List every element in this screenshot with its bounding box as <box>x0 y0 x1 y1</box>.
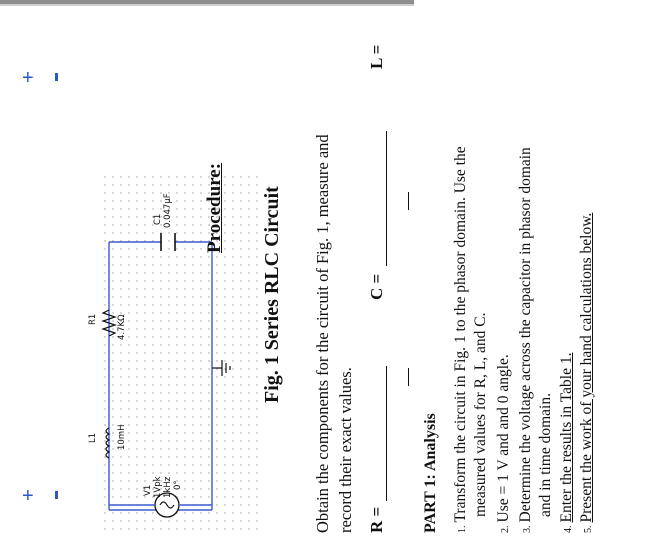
step-number: 5. <box>583 525 594 534</box>
step-text: Determine the voltage across the capacit… <box>517 147 534 523</box>
step-text: Enter the results in Table 1. <box>558 352 575 523</box>
source-frequency: 1kHz <box>163 476 173 498</box>
capacitor-symbol <box>160 233 176 251</box>
r-label: R = <box>367 506 386 533</box>
figure-caption: Fig. 1 Series RLC Circuit <box>261 186 283 403</box>
step-number: 1. <box>457 525 468 534</box>
step-text: Use = 1 V and and 0 angle. <box>495 354 512 523</box>
plus-marker-top: + <box>22 67 34 89</box>
step-1: 1. Transform the circuit in Fig. 1 to the… <box>452 146 470 533</box>
inductor-symbol <box>105 427 111 459</box>
step-3-continuation: and in time domain. <box>537 393 554 517</box>
minus-marker-top <box>55 73 58 81</box>
minus-marker-bottom <box>55 491 58 499</box>
top-rule-shadow <box>0 4 414 6</box>
document-page: Procedure: Fig. 1 Series RLC Circuit Obt… <box>204 44 595 533</box>
r-blank[interactable] <box>386 366 387 501</box>
plus-marker-bottom: + <box>22 485 34 507</box>
step-1-continuation: measured values for R, L, and C. <box>472 312 489 517</box>
inductor-name: L1 <box>88 433 98 443</box>
inductor-value: 10mH <box>117 425 127 451</box>
intro-line-2: record their exact values. <box>336 367 355 533</box>
circuit-schematic: C1 0.047µF R1 4.7KΩ L1 10mH V1 1Vpk 1kHz… <box>88 175 260 530</box>
ac-source-symbol <box>109 492 212 518</box>
step-5: 5. Present the work of your hand calculat… <box>578 213 596 533</box>
source-amplitude: 1Vpk <box>153 476 163 498</box>
step-number: 2. <box>500 525 511 534</box>
step-4: 4. Enter the results in Table 1. <box>558 353 576 533</box>
step-number: 4. <box>563 525 574 534</box>
step-2: 2. Use = 1 V and and 0 angle. <box>495 354 513 533</box>
source-phase: 0° <box>173 480 183 490</box>
r-blank-extra <box>408 368 409 386</box>
c-blank-extra <box>408 192 409 210</box>
top-scrollbar-rule <box>0 0 414 4</box>
step-number: 3. <box>522 525 533 534</box>
step-3: 3. Determine the voltage across the capac… <box>517 147 535 533</box>
step-text: Present the work of your hand calculatio… <box>578 212 595 523</box>
capacitor-value: 0.047µF <box>163 193 173 228</box>
step-text: Transform the circuit in Fig. 1 to the p… <box>452 146 469 523</box>
part1-heading: PART 1: Analysis <box>422 413 439 533</box>
resistor-name: R1 <box>88 314 98 325</box>
circuit-wires <box>108 241 213 511</box>
ground-symbol <box>212 360 231 376</box>
c-label: C = <box>367 273 386 300</box>
c-blank[interactable] <box>386 131 387 266</box>
schematic-grid <box>100 175 260 530</box>
resistor-value: 4.7KΩ <box>117 314 127 340</box>
capacitor-name: C1 <box>153 214 163 225</box>
intro-line-1: Obtain the components for the circuit of… <box>313 134 332 533</box>
source-name: V1 <box>143 485 153 496</box>
procedure-heading: Procedure: <box>204 162 225 253</box>
resistor-symbol <box>101 309 117 337</box>
l-label: L = <box>367 44 386 69</box>
